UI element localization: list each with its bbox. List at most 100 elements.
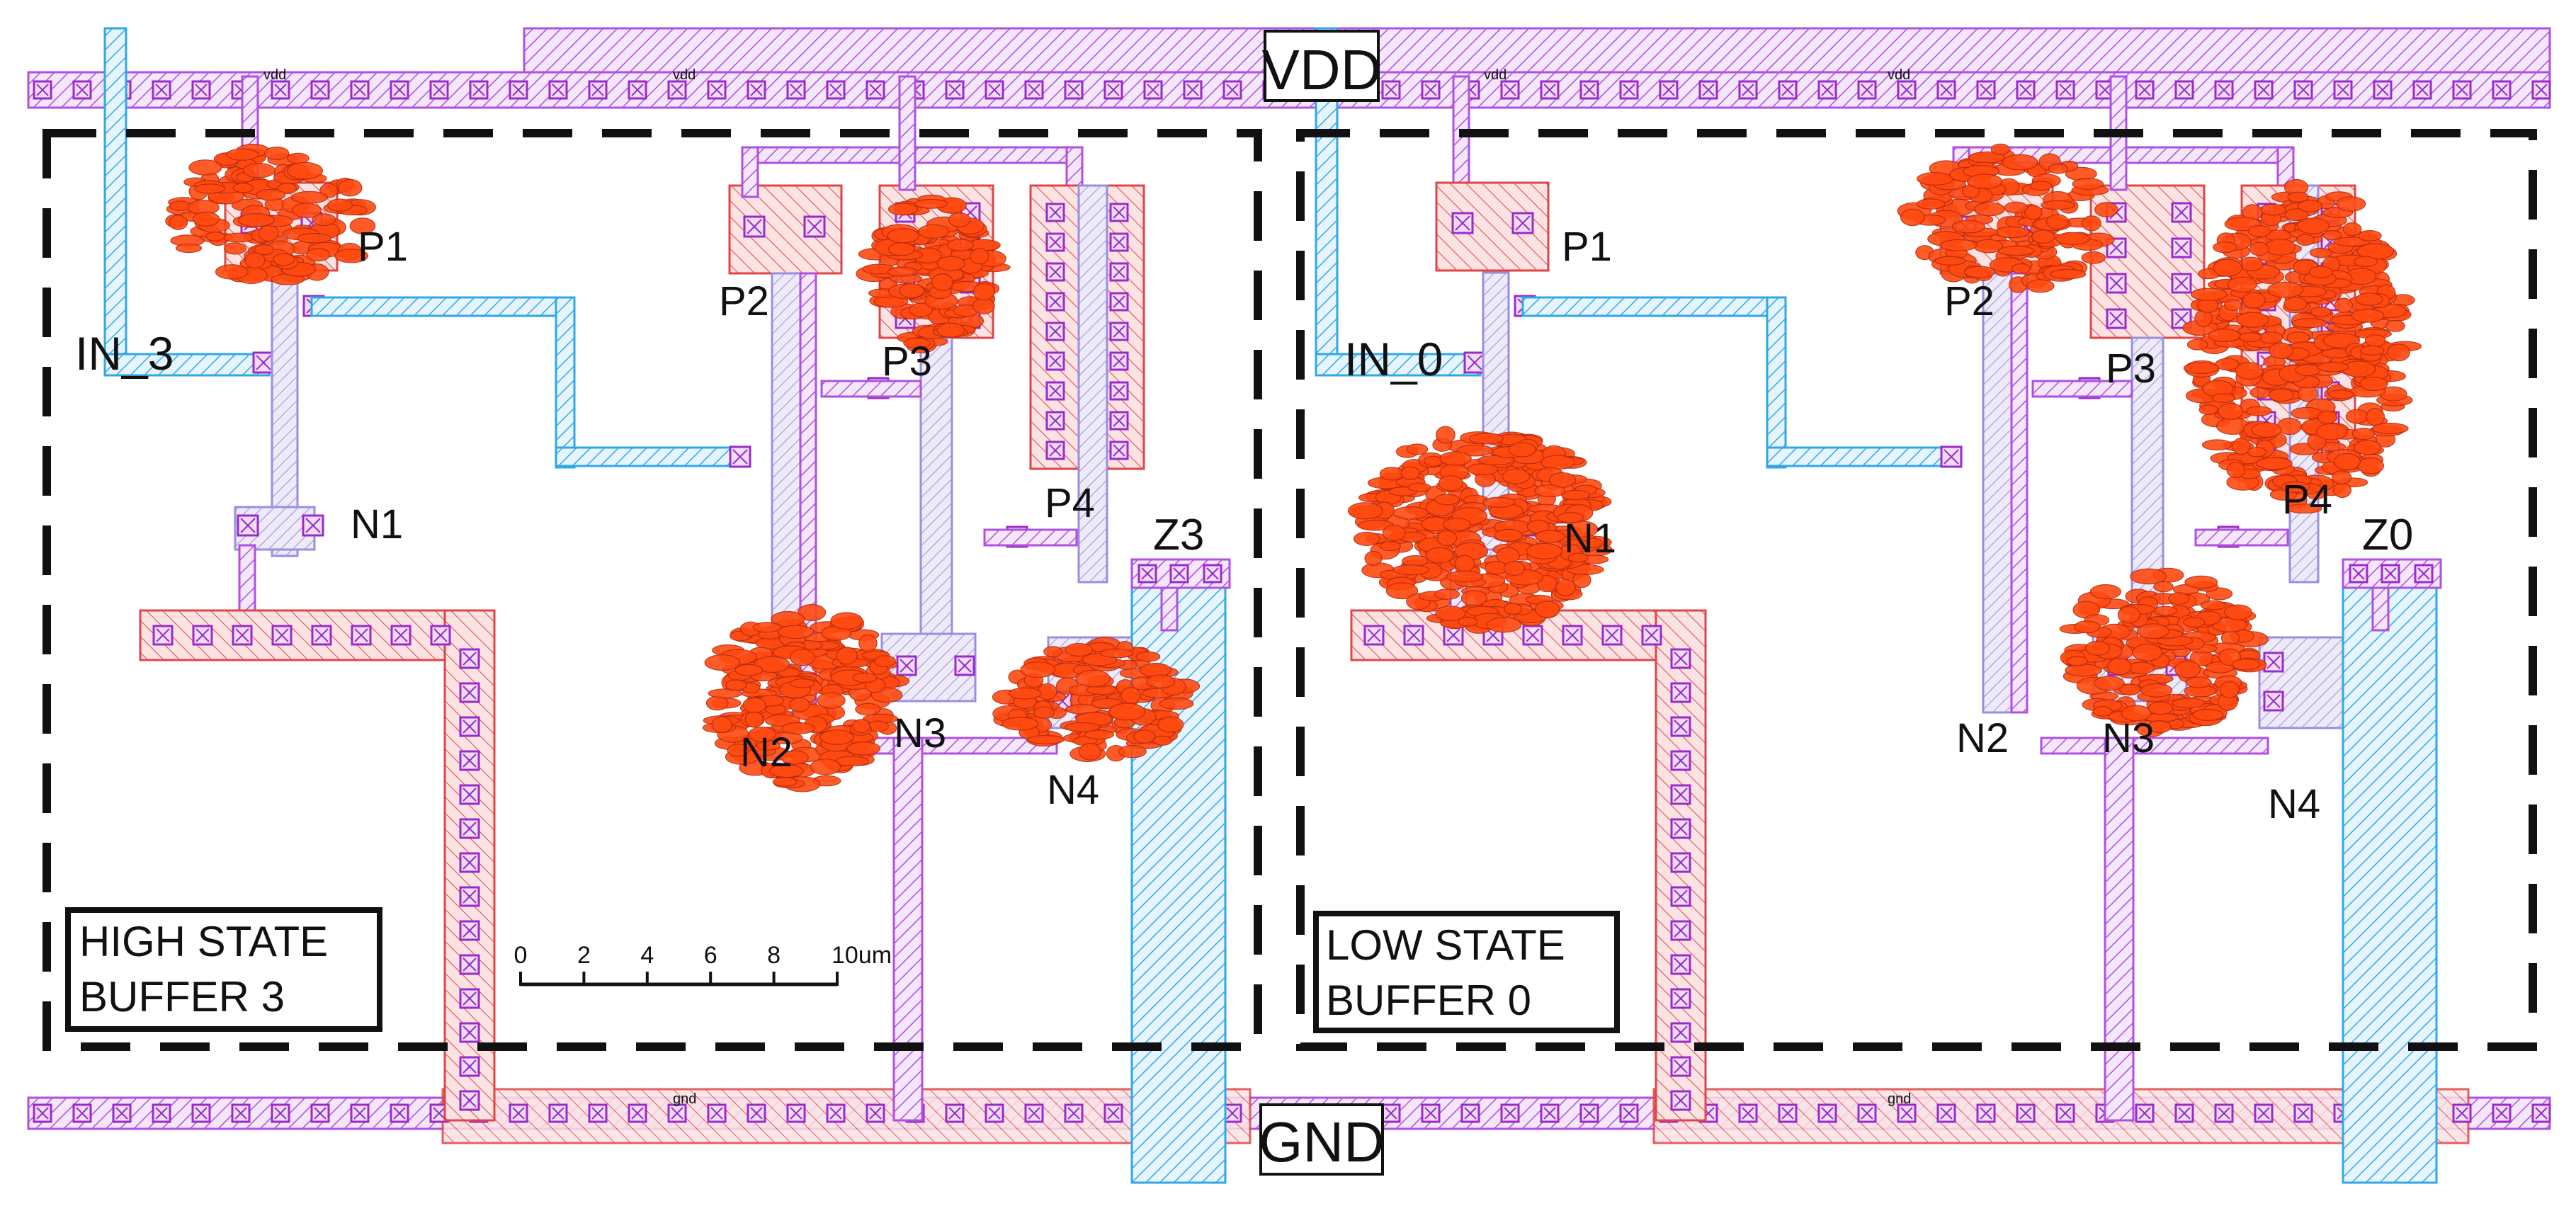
hotspot-mark <box>1435 426 1456 444</box>
hotspot-mark <box>169 215 188 230</box>
hotspot-mark <box>2310 307 2332 317</box>
hotspot-mark <box>1434 589 1460 600</box>
hotspot-mark <box>1494 528 1524 542</box>
hotspot-mark <box>1008 687 1042 700</box>
hotspot-mark <box>2004 201 2029 214</box>
hotspot-mark <box>1997 245 2035 256</box>
hotspot-mark <box>2328 390 2354 399</box>
title-box-left: HIGH STATE BUFFER 3 <box>65 907 382 1032</box>
hotspot-mark <box>242 163 276 178</box>
transistor-label-p3: P3 <box>2106 346 2156 392</box>
hotspot-mark <box>948 212 971 228</box>
hotspot-mark <box>2215 358 2240 370</box>
hotspot-mark <box>2128 661 2155 674</box>
hotspot-mark <box>2251 422 2282 438</box>
hotspot-mark <box>2247 447 2267 457</box>
hotspot-mark <box>2342 222 2362 237</box>
hotspot-mark <box>789 649 815 666</box>
hotspot-cluster <box>992 637 1201 762</box>
hotspot-mark <box>1467 463 1499 476</box>
gnd-pin-label: gnd <box>673 1091 696 1107</box>
hotspot-mark <box>2334 297 2354 313</box>
hotspot-mark <box>2226 462 2246 478</box>
hotspot-mark <box>2231 659 2260 671</box>
input-label: IN_0 <box>1344 333 1443 385</box>
hotspot-mark <box>188 159 222 176</box>
hotspot-mark <box>2281 481 2310 494</box>
hotspot-mark <box>2213 258 2242 277</box>
hotspot-mark <box>349 217 376 234</box>
hotspot-mark <box>1567 552 1589 563</box>
hotspot-mark <box>312 213 336 227</box>
hotspot-mark <box>1508 442 1536 457</box>
hotspot-mark <box>2267 281 2304 298</box>
hotspot-mark <box>2235 362 2264 380</box>
hotspot-mark <box>169 200 192 211</box>
hotspot-mark <box>2385 319 2405 332</box>
hotspot-mark <box>1347 502 1383 520</box>
cell-boundary-right <box>1296 129 2537 1051</box>
hotspot-mark <box>2296 217 2330 234</box>
poly-gate <box>919 336 953 672</box>
hotspot-mark <box>1940 239 1978 251</box>
metal1-strap <box>2371 586 2390 632</box>
hotspot-mark <box>2245 406 2272 416</box>
hotspot-mark <box>2185 676 2212 688</box>
hotspot-mark <box>194 183 225 194</box>
buffer-title-line2: BUFFER 0 <box>1326 977 1531 1024</box>
hotspot-cluster <box>2059 567 2269 737</box>
hotspot-mark <box>2255 457 2293 470</box>
metal1-strap <box>2194 528 2289 547</box>
hotspot-mark <box>1065 722 1100 732</box>
hotspot-mark <box>1535 530 1565 543</box>
hotspot-mark <box>1526 542 1562 559</box>
hotspot-mark <box>1120 687 1141 705</box>
hotspot-mark <box>790 678 815 688</box>
hotspot-mark <box>705 695 729 711</box>
scale-tick-label: 10um <box>832 942 892 969</box>
metal2-input <box>103 353 271 377</box>
hotspot-mark <box>297 233 332 244</box>
hotspot-mark <box>215 264 249 280</box>
buffer-title-line2: BUFFER 3 <box>79 973 285 1020</box>
hotspot-mark <box>1002 717 1039 731</box>
hotspot-mark <box>1443 518 1471 531</box>
hotspot-mark <box>2223 299 2242 312</box>
hotspot-mark <box>2284 208 2309 222</box>
hotspot-mark <box>1557 512 1584 523</box>
hotspot-mark <box>1033 706 1055 720</box>
output-label: Z0 <box>2362 511 2413 559</box>
hotspot-mark <box>2268 388 2294 402</box>
hotspot-mark <box>2354 440 2382 455</box>
hotspot-mark <box>2297 199 2323 212</box>
hotspot-mark <box>2024 205 2043 220</box>
hotspot-mark <box>2355 292 2383 306</box>
hotspot-mark <box>1533 484 1566 498</box>
hotspot-mark <box>2296 234 2315 246</box>
hotspot-mark <box>1020 661 1056 678</box>
hotspot-mark <box>1385 582 1419 600</box>
hotspot-mark <box>2200 600 2227 610</box>
metal2-route <box>1766 296 1787 469</box>
hotspot-mark <box>2029 181 2053 191</box>
hotspot-cluster <box>1897 143 2118 293</box>
transistor-label-n2: N2 <box>1956 715 2009 761</box>
hotspot-mark <box>754 656 790 673</box>
hotspot-mark <box>887 203 919 216</box>
hotspot-mark <box>1146 674 1176 688</box>
hotspot-mark <box>2081 251 2106 264</box>
hotspot-mark <box>2094 202 2118 217</box>
hotspot-mark <box>256 188 286 201</box>
hotspot-mark <box>2334 453 2361 471</box>
scale-tick-label: 6 <box>704 942 717 969</box>
hotspot-mark <box>1990 143 2010 155</box>
hotspot-mark <box>1482 496 1516 508</box>
hotspot-mark <box>2336 196 2366 212</box>
metal1-strap <box>820 380 922 398</box>
hotspot-mark <box>781 722 816 734</box>
hotspot-mark <box>1555 579 1576 596</box>
hotspot-mark <box>1436 530 1458 546</box>
hotspot-mark <box>327 198 353 212</box>
hotspot-mark <box>2260 203 2286 216</box>
